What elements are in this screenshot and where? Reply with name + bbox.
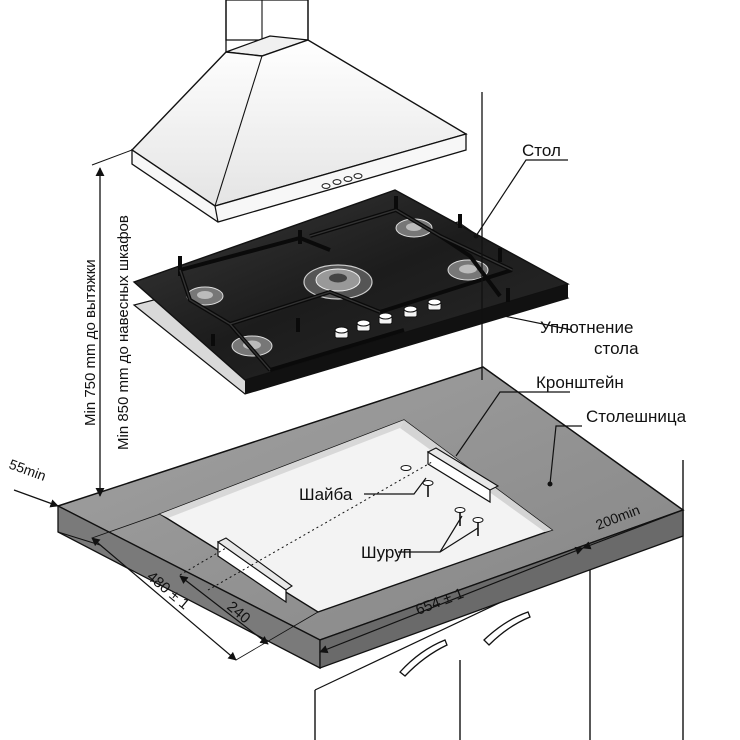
dimension-front-edge (13, 489, 59, 508)
label-table: Стол (522, 141, 561, 160)
dimension-rear-edge (582, 509, 684, 550)
burner-rear-left (186, 286, 224, 306)
hood-buttons (321, 173, 363, 189)
leader-lines (364, 159, 582, 553)
burner-front-left (231, 335, 273, 357)
knob-4 (403, 305, 418, 318)
label-cabinet-clearance: Min 850 mm до навесных шкафов (115, 215, 132, 450)
range-hood (130, 0, 468, 223)
washers-screws (400, 465, 484, 536)
dimension-width (319, 546, 584, 654)
knob-3 (378, 312, 393, 325)
burner-wok (303, 264, 373, 300)
label-front-edge: 55min (7, 456, 48, 484)
control-knobs (334, 298, 442, 339)
knob-2 (356, 319, 371, 332)
label-countertop: Столешница (586, 407, 687, 426)
label-washer: Шайба (299, 485, 353, 504)
label-seal-line1: Уплотнение (540, 318, 633, 337)
label-hood-clearance: Min 750 mm до вытяжки (82, 259, 99, 426)
knob-1 (334, 326, 349, 339)
dimension-clearance (91, 149, 133, 497)
label-screw: Шуруп (361, 543, 412, 562)
label-seal-line2: стола (594, 339, 639, 358)
label-bracket: Кронштейн (536, 373, 624, 392)
dimension-bracket (179, 575, 269, 645)
bracket-right (426, 447, 500, 504)
knob-5 (427, 298, 442, 311)
gas-hob (132, 189, 570, 395)
